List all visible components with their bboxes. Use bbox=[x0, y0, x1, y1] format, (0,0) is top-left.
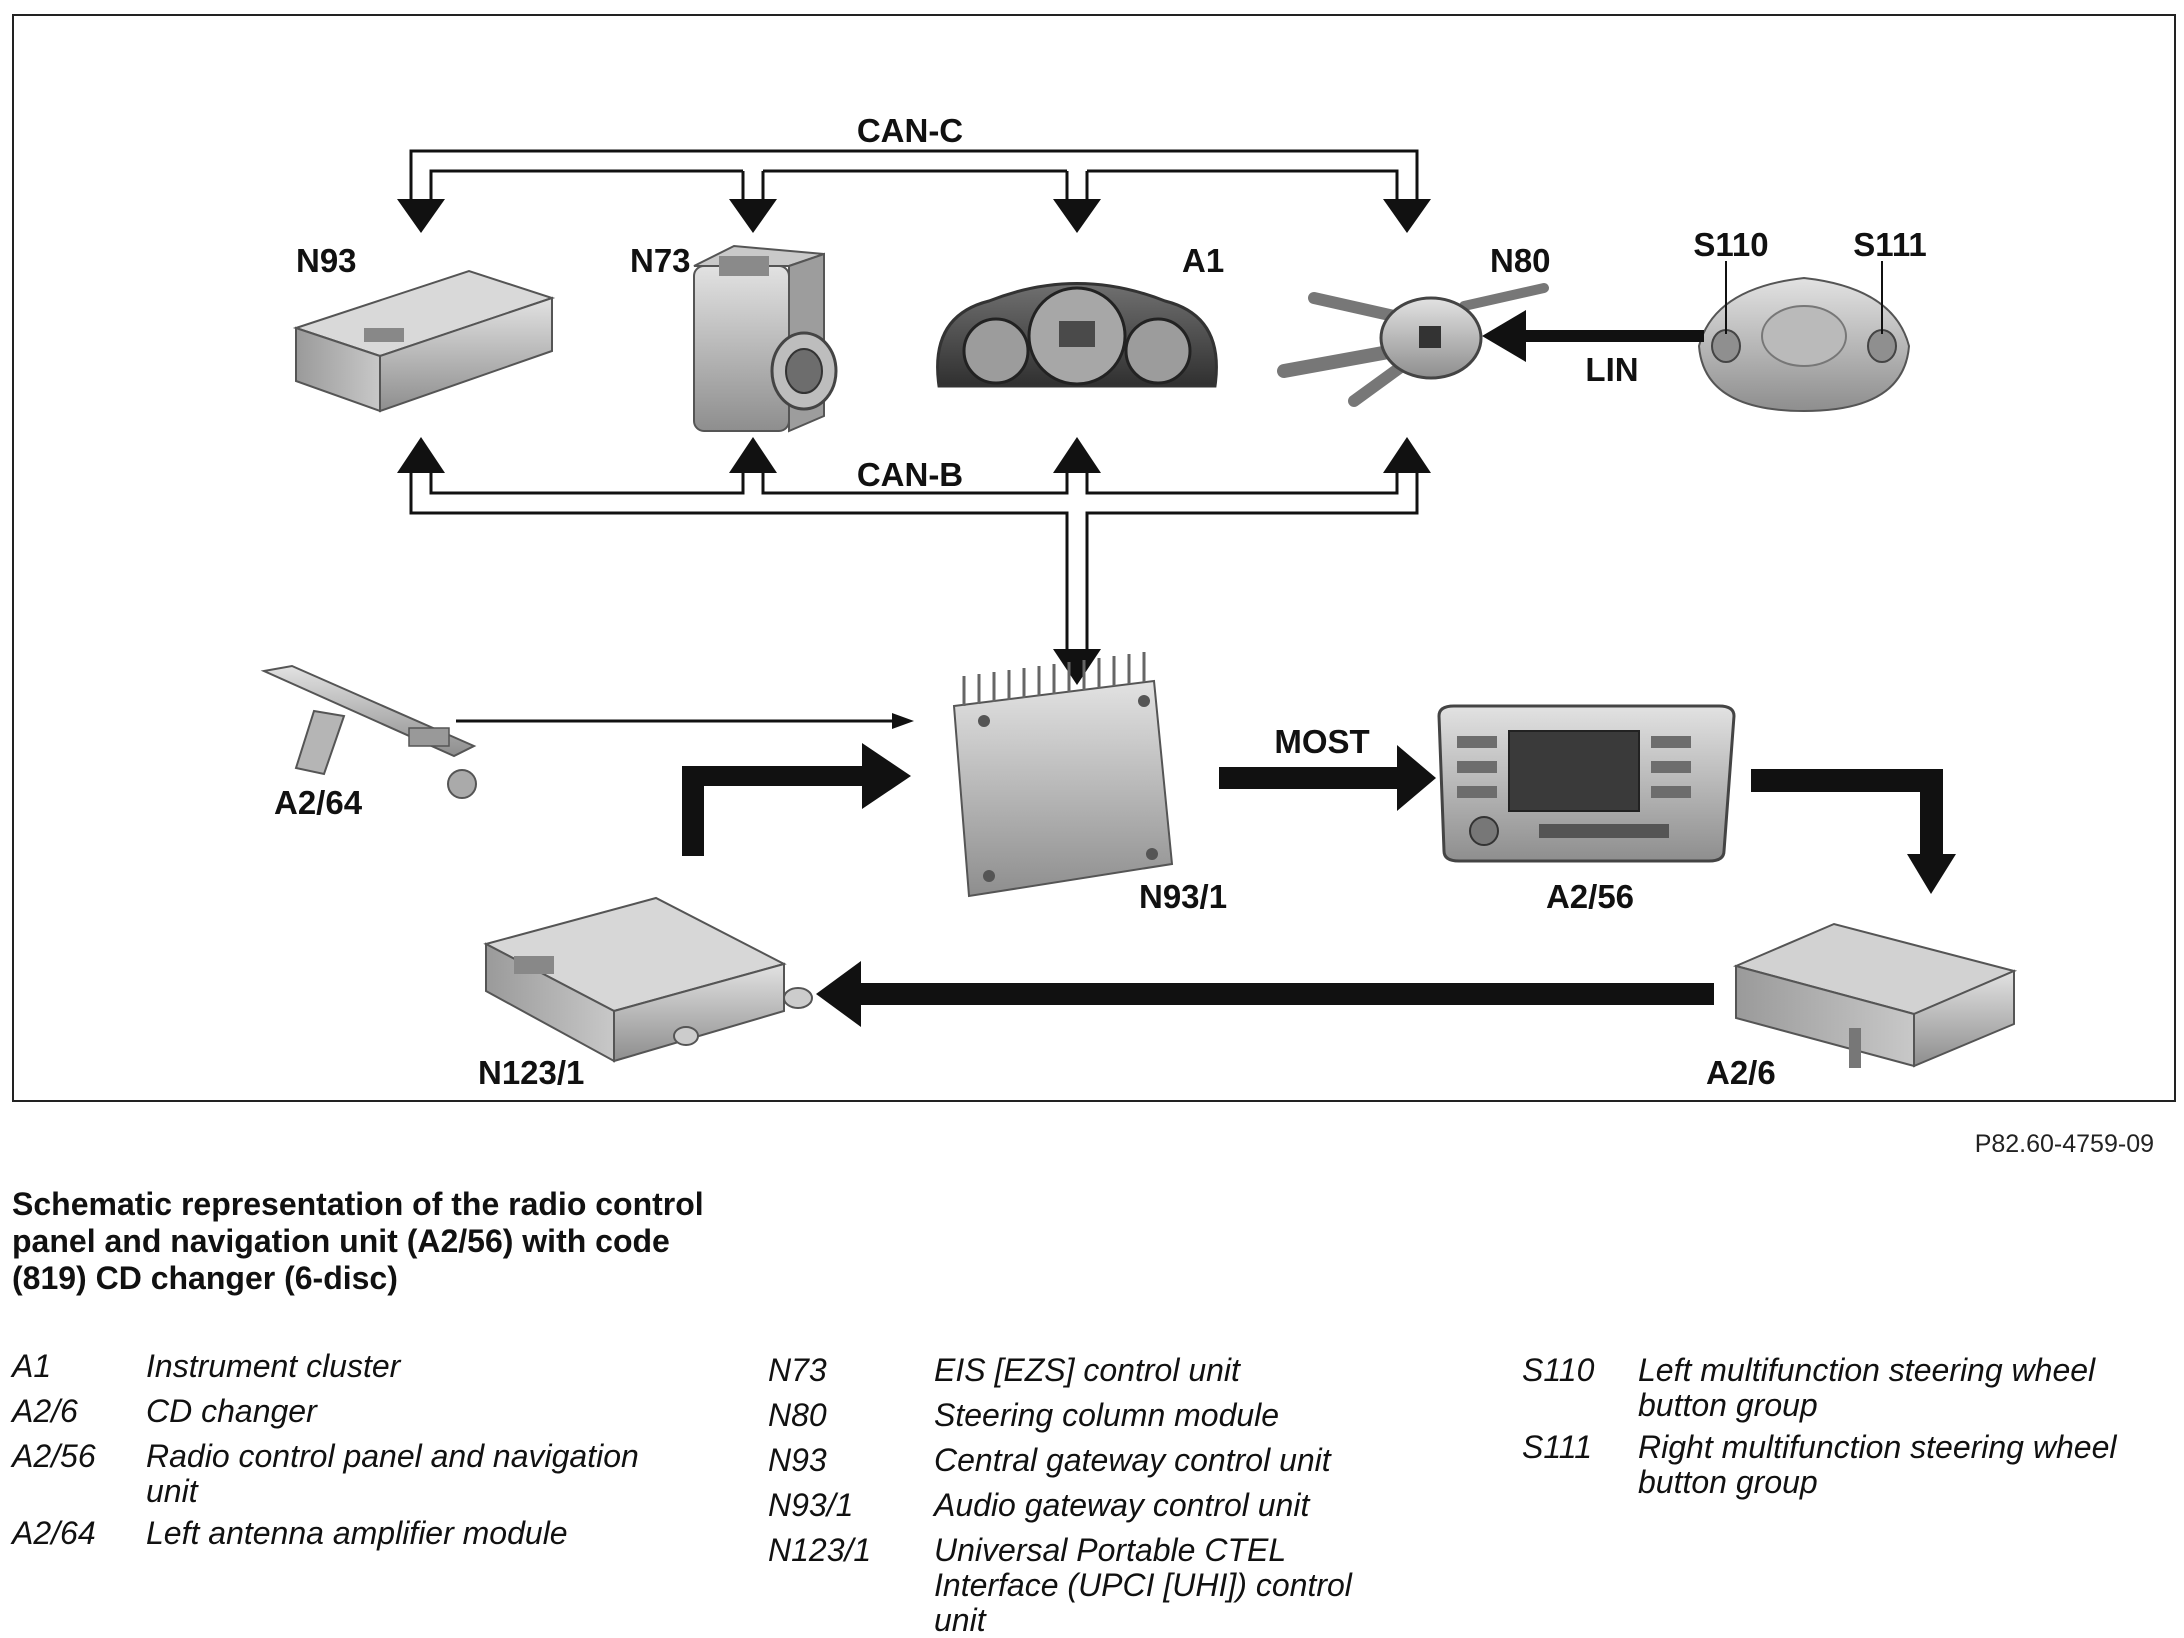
a2-6-cd-changer bbox=[1732, 922, 2018, 1068]
legend-item: A2/64 Left antenna amplifier module bbox=[12, 1513, 692, 1554]
can-c-label: CAN-C bbox=[857, 112, 963, 149]
legend-desc: Instrument cluster bbox=[146, 1348, 401, 1384]
legend-code: A2/64 bbox=[12, 1515, 96, 1551]
arrow-down-n93-1 bbox=[1053, 649, 1101, 685]
legend-item: N93/1 Audio gateway control unit bbox=[768, 1485, 1428, 1526]
n73-label: N73 bbox=[630, 242, 691, 279]
can-b-bus bbox=[409, 471, 1419, 651]
legend-desc: Right multifunction steering wheel butto… bbox=[1638, 1429, 2117, 1500]
n93-unit bbox=[292, 269, 556, 413]
s110-button bbox=[1711, 329, 1741, 363]
legend-item: A2/6 CD changer bbox=[12, 1391, 692, 1432]
n123-1-to-n93-1-arrow bbox=[682, 743, 911, 856]
a2-56-radio-navigation bbox=[1437, 704, 1736, 863]
most-label: MOST bbox=[1274, 723, 1369, 760]
arrow-to-n73 bbox=[729, 199, 777, 233]
legend-code: N93 bbox=[768, 1442, 827, 1478]
legend-code: N73 bbox=[768, 1352, 827, 1388]
lin-label: LIN bbox=[1585, 351, 1638, 388]
legend-code: S111 bbox=[1522, 1429, 1592, 1465]
legend-code: N93/1 bbox=[768, 1487, 854, 1523]
a1-label: A1 bbox=[1182, 242, 1224, 279]
arrow-to-n80 bbox=[1383, 199, 1431, 233]
n123-1-label: N123/1 bbox=[478, 1054, 584, 1091]
can-b-arrowheads bbox=[397, 437, 1431, 685]
lin-arrow bbox=[1482, 310, 1704, 362]
arrow-up-a1 bbox=[1053, 437, 1101, 473]
arrow-up-n73 bbox=[729, 437, 777, 473]
arrow-up-n80 bbox=[1383, 437, 1431, 473]
arrow-up-n93 bbox=[397, 437, 445, 473]
legend-item: N93 Central gateway control unit bbox=[768, 1440, 1428, 1481]
s111-button bbox=[1867, 329, 1897, 363]
legend-code: S110 bbox=[1522, 1352, 1595, 1388]
n80-steering-column-module bbox=[1277, 283, 1549, 407]
can-c-bus bbox=[409, 149, 1419, 201]
n93-label: N93 bbox=[296, 242, 357, 279]
most-arrow bbox=[1219, 745, 1436, 811]
legend-item: N73 EIS [EZS] control unit bbox=[768, 1350, 1428, 1391]
diagram-frame: CAN-C CAN-B N93 N73 bbox=[12, 14, 2176, 1102]
n93-1-audio-gateway bbox=[952, 652, 1174, 898]
a2-56-label: A2/56 bbox=[1546, 878, 1634, 915]
legend-item: S110 Left multifunction steering wheel b… bbox=[1522, 1350, 2162, 1423]
legend-desc: Radio control panel and navigation unit bbox=[146, 1438, 639, 1509]
n93-1-label: N93/1 bbox=[1139, 878, 1227, 915]
legend-code: A2/6 bbox=[12, 1393, 78, 1429]
arrow-to-a1 bbox=[1053, 199, 1101, 233]
s110-label: S110 bbox=[1693, 226, 1768, 263]
figure-caption: Schematic representation of the radio co… bbox=[12, 1186, 704, 1296]
legend-desc: Steering column module bbox=[934, 1397, 1280, 1433]
steering-wheel-buttons bbox=[1697, 261, 1911, 413]
legend-desc: Left multifunction steering wheel button… bbox=[1638, 1352, 2096, 1423]
legend-code: N80 bbox=[768, 1397, 827, 1433]
legend-item: S111 Right multifunction steering wheel … bbox=[1522, 1427, 2162, 1500]
legend-desc: Left antenna amplifier module bbox=[146, 1515, 568, 1551]
a2-64-to-n93-1-arrow bbox=[456, 713, 914, 729]
legend-desc: Central gateway control unit bbox=[934, 1442, 1331, 1478]
legend-item: N80 Steering column module bbox=[768, 1395, 1428, 1436]
s111-label: S111 bbox=[1853, 226, 1926, 263]
a1-instrument-cluster bbox=[936, 282, 1218, 388]
can-b-label: CAN-B bbox=[857, 456, 963, 493]
legend-code: A2/56 bbox=[12, 1438, 96, 1474]
a2-56-to-a2-6-arrow bbox=[1751, 769, 1956, 894]
legend-code: N123/1 bbox=[768, 1532, 872, 1568]
a2-64-antenna-amplifier bbox=[260, 664, 477, 799]
a2-64-label: A2/64 bbox=[274, 784, 363, 821]
legend-column-1: A1 Instrument cluster A2/6 CD changer A2… bbox=[12, 1346, 692, 1554]
arrow-to-n93 bbox=[397, 199, 445, 233]
legend-item: A2/56 Radio control panel and navigation… bbox=[12, 1436, 692, 1509]
legend-item: A1 Instrument cluster bbox=[12, 1346, 692, 1387]
n80-label: N80 bbox=[1490, 242, 1551, 279]
legend-code: A1 bbox=[12, 1348, 52, 1384]
n73-unit bbox=[693, 244, 838, 433]
can-c-arrowheads bbox=[397, 199, 1431, 233]
a2-6-label: A2/6 bbox=[1706, 1054, 1776, 1091]
n123-1-upci bbox=[483, 896, 813, 1063]
legend-desc: Universal Portable CTEL Interface (UPCI … bbox=[934, 1532, 1352, 1638]
legend-column-2: N73 EIS [EZS] control unit N80 Steering … bbox=[768, 1350, 1428, 1638]
a2-6-to-n123-1-arrow bbox=[816, 961, 1714, 1027]
legend-item: N123/1 Universal Portable CTEL Interface… bbox=[768, 1530, 1428, 1638]
schematic-diagram: CAN-C CAN-B N93 N73 bbox=[260, 112, 2018, 1091]
legend-desc: CD changer bbox=[146, 1393, 317, 1429]
reference-id: P82.60-4759-09 bbox=[1974, 1130, 2154, 1158]
legend-desc: Audio gateway control unit bbox=[934, 1487, 1310, 1523]
legend-column-3: S110 Left multifunction steering wheel b… bbox=[1522, 1350, 2162, 1500]
legend-desc: EIS [EZS] control unit bbox=[934, 1352, 1240, 1388]
